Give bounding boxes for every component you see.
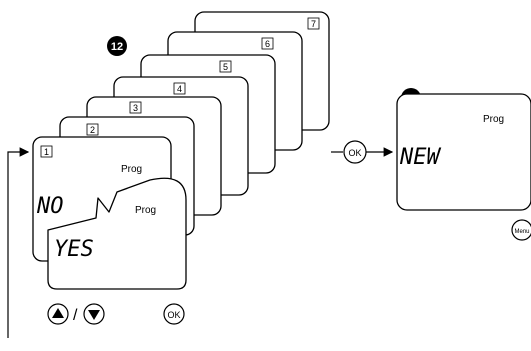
yes-panel: Prog YES: [47, 177, 187, 290]
down-button[interactable]: [83, 303, 105, 325]
result-screen: Prog NEW: [396, 93, 531, 211]
screen-number-1: 1: [44, 147, 49, 157]
loop-back-arrow: [7, 147, 30, 338]
menu-button[interactable]: Menu: [511, 219, 531, 241]
svg-text:12: 12: [111, 41, 123, 53]
result-prog-label: Prog: [483, 114, 504, 125]
screen-number-5: 5: [223, 62, 228, 72]
step-badge-12: 12: [107, 36, 127, 56]
result-display-text: NEW: [399, 145, 441, 170]
screen-number-3: 3: [133, 103, 138, 113]
up-button[interactable]: [47, 303, 69, 325]
option-no-text: NO: [36, 194, 64, 219]
svg-text:OK: OK: [167, 310, 180, 320]
svg-text:Menu: Menu: [514, 229, 529, 235]
yes-prog-label: Prog: [135, 205, 156, 216]
screen-number-2: 2: [90, 125, 95, 135]
up-down-separator: /: [73, 307, 78, 324]
ok-transition: OK: [331, 140, 394, 164]
screen-number-7: 7: [311, 19, 316, 29]
screen-number-6: 6: [265, 39, 270, 49]
option-yes-text: YES: [54, 237, 94, 262]
prog-label: Prog: [121, 164, 142, 175]
screen-number-4: 4: [177, 84, 182, 94]
up-triangle-icon: [52, 308, 64, 318]
down-triangle-icon: [88, 310, 100, 320]
ok-button[interactable]: OK: [163, 303, 185, 325]
ok-transition-label: OK: [348, 148, 361, 158]
